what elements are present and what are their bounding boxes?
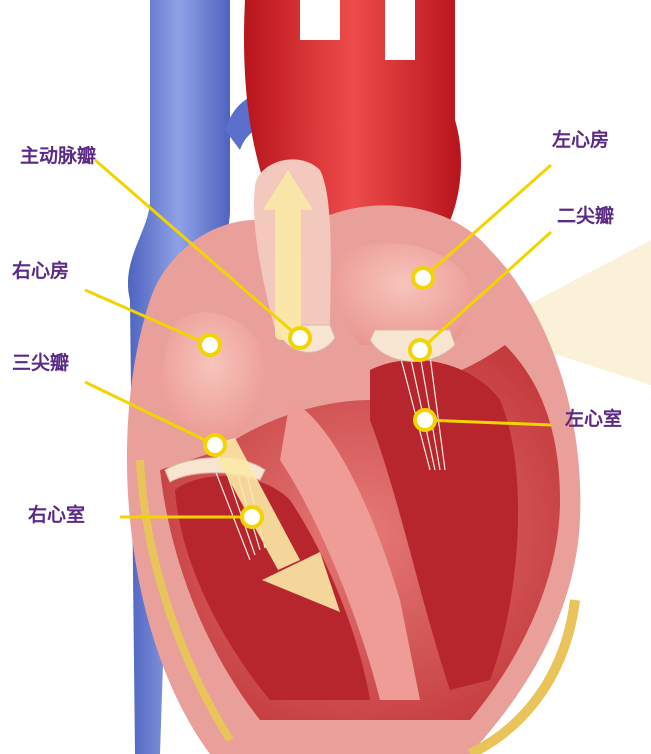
label-mitral-valve: 二尖瓣 [557,207,614,226]
label-tricuspid-valve: 三尖瓣 [12,354,69,373]
label-right-atrium: 右心房 [12,262,69,281]
label-left-ventricle: 左心室 [565,410,622,429]
dot-left-ventricle [415,410,435,430]
dot-aortic-valve [290,328,310,348]
dot-left-atrium [413,268,433,288]
dot-mitral-valve [410,340,430,360]
dot-tricuspid-valve [205,435,225,455]
right-atrium-chamber [160,312,264,441]
dot-right-ventricle [242,507,262,527]
label-aortic-valve: 主动脉瓣 [20,147,96,166]
label-left-atrium: 左心房 [552,131,609,150]
dot-right-atrium [200,335,220,355]
label-right-ventricle: 右心室 [28,506,85,525]
